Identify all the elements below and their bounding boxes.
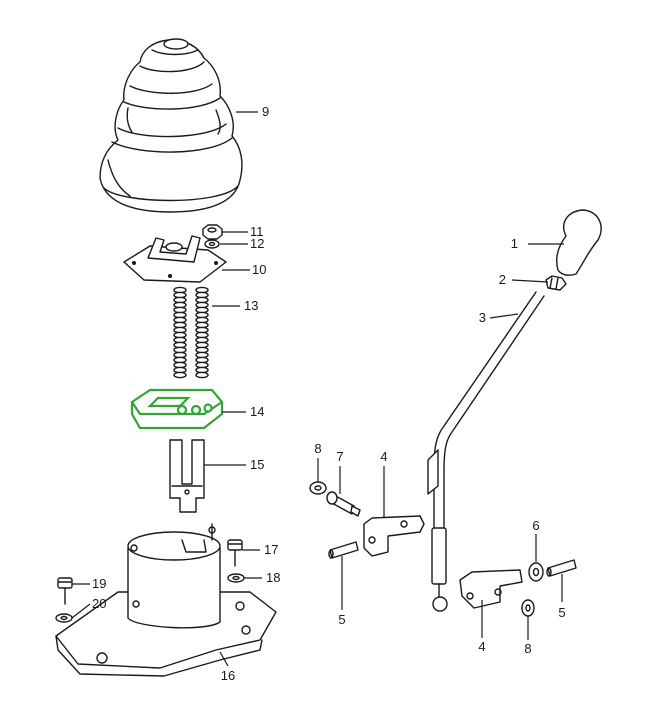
part-4-bracket-lower[interactable]: [459, 569, 523, 609]
callout-6: 6: [532, 518, 539, 533]
part-2-knob-nut[interactable]: [545, 275, 567, 291]
part-19-screw[interactable]: [57, 577, 73, 605]
callout-5-right: 5: [558, 605, 565, 620]
part-13-springs[interactable]: [173, 286, 209, 379]
part-3-shift-lever[interactable]: [427, 291, 545, 612]
callout-16: 16: [221, 668, 235, 683]
callout-labels: 1 2 3 4 4 5 5 6 7 8 8 9 10 11 12 13 14 1…: [92, 104, 566, 683]
callout-14: 14: [250, 404, 264, 419]
leader-20: [71, 603, 91, 619]
callout-7: 7: [336, 449, 343, 464]
part-20-washer[interactable]: [55, 613, 73, 623]
callout-5-left: 5: [338, 612, 345, 627]
callout-8-upper: 8: [314, 441, 321, 456]
part-5-pin-right[interactable]: [546, 559, 577, 577]
part-11-nut[interactable]: [202, 224, 223, 240]
callout-4-lower: 4: [478, 639, 485, 654]
callout-3: 3: [479, 310, 486, 325]
callout-2: 2: [499, 272, 506, 287]
leader-16: [219, 651, 229, 667]
callout-13: 13: [244, 298, 258, 313]
part-8-clip-upper[interactable]: [309, 481, 327, 495]
spring-2-coil: [195, 371, 209, 379]
callout-8-lower: 8: [524, 641, 531, 656]
part-7-bolt[interactable]: [326, 491, 361, 517]
part-1-shift-knob[interactable]: [556, 209, 602, 276]
callout-20: 20: [92, 596, 106, 611]
part-9-shift-boot[interactable]: [99, 38, 243, 213]
part-15-selector-fork[interactable]: [169, 439, 205, 513]
callout-17: 17: [264, 542, 278, 557]
callout-18: 18: [266, 570, 280, 585]
part-12-washer[interactable]: [204, 239, 220, 249]
callout-10: 10: [252, 262, 266, 277]
callout-19: 19: [92, 576, 106, 591]
part-4-bracket-upper[interactable]: [363, 515, 425, 557]
callout-12: 12: [250, 236, 264, 251]
callout-15: 15: [250, 457, 264, 472]
part-17-screw[interactable]: [227, 539, 243, 567]
leader-2: [511, 279, 549, 283]
leader-lines: [71, 111, 564, 667]
part-14-guide-plate[interactable]: [130, 388, 224, 430]
callout-1: 1: [511, 236, 518, 251]
part-5-pin-left[interactable]: [328, 541, 359, 559]
callout-11: 11: [250, 224, 264, 239]
part-16-lever-housing[interactable]: [55, 523, 277, 677]
part-10-base-plate[interactable]: [123, 235, 227, 283]
leader-3: [489, 313, 519, 319]
spring-1-coil: [173, 371, 187, 379]
part-6-washer[interactable]: [528, 562, 544, 582]
callout-9: 9: [262, 104, 269, 119]
part-18-washer[interactable]: [227, 573, 245, 583]
callout-4-upper: 4: [380, 449, 387, 464]
part-8-clip-lower[interactable]: [521, 599, 535, 617]
